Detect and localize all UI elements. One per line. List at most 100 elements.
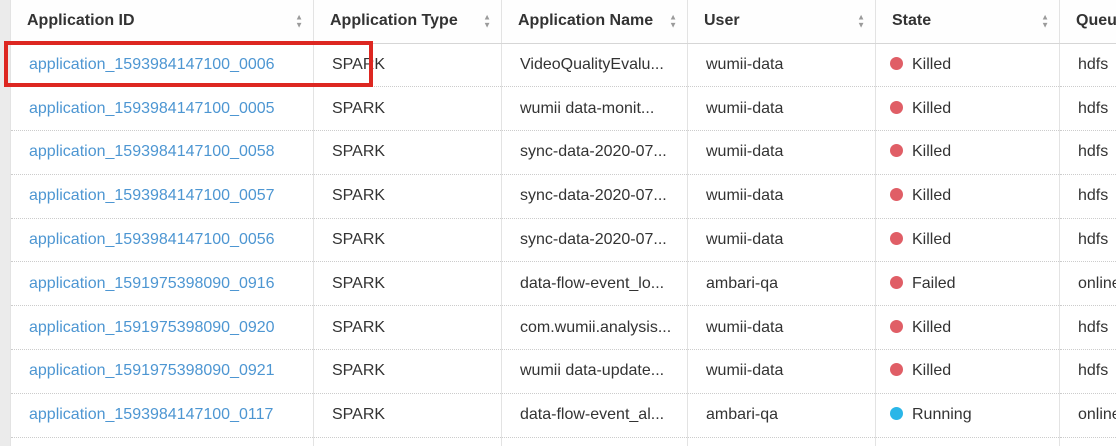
table-row: application_1591975398090_0916 SPARK dat… (10, 261, 1116, 306)
state-cell: Failed (875, 261, 1060, 306)
table-row-partial (10, 436, 1116, 446)
table-row: application_1593984147100_0006 SPARK Vid… (10, 43, 1116, 87)
column-header-application-name[interactable]: Application Name ▲▼ (501, 0, 688, 44)
application-id-cell: application_1593984147100_0006 (10, 43, 314, 87)
user-cell: wumii-data (687, 305, 876, 350)
application-link[interactable]: application_1593984147100_0056 (29, 231, 275, 249)
application-id-cell: application_1593984147100_0117 (10, 392, 314, 438)
table-row: application_1593984147100_0058 SPARK syn… (10, 130, 1116, 175)
application-link[interactable]: application_1591975398090_0916 (29, 274, 275, 292)
user-cell: wumii-data (687, 130, 876, 175)
state-label: Killed (912, 231, 952, 249)
column-header-queue[interactable]: Queue ▲▼ (1059, 0, 1116, 44)
application-id-cell: application_1593984147100_0005 (10, 86, 314, 131)
state-label: Killed (912, 99, 952, 117)
table-row: application_1593984147100_0005 SPARK wum… (10, 86, 1116, 131)
state-cell: Running (875, 392, 1060, 438)
column-header-application-type[interactable]: Application Type ▲▼ (313, 0, 502, 44)
application-type-cell: SPARK (313, 130, 502, 175)
application-id-cell: application_1591975398090_0920 (10, 305, 314, 350)
application-name-cell: wumii data-update... (501, 349, 688, 394)
user-cell: wumii-data (687, 43, 876, 87)
state-label: Killed (912, 55, 952, 73)
queue-cell: hdfs (1059, 86, 1116, 131)
table-row: application_1591975398090_0921 SPARK wum… (10, 349, 1116, 394)
user-cell: ambari-qa (687, 261, 876, 306)
column-header-label: User (704, 12, 740, 30)
application-id-cell: application_1593984147100_0057 (10, 173, 314, 219)
application-name-cell: sync-data-2020-07... (501, 130, 688, 175)
state-dot-icon (890, 275, 903, 289)
application-link[interactable]: application_1591975398090_0920 (29, 318, 275, 336)
state-label: Failed (912, 274, 956, 292)
application-name-cell: sync-data-2020-07... (501, 173, 688, 219)
table-row: application_1593984147100_0057 SPARK syn… (10, 173, 1116, 219)
application-id-cell: application_1593984147100_0056 (10, 217, 314, 262)
column-header-user[interactable]: User ▲▼ (687, 0, 876, 44)
application-type-cell: SPARK (313, 392, 502, 438)
column-header-label: Application Name (518, 12, 654, 30)
queue-cell: hdfs (1059, 349, 1116, 394)
application-type-cell: SPARK (313, 86, 502, 131)
application-type-cell: SPARK (313, 261, 502, 306)
application-link[interactable]: application_1593984147100_0057 (29, 187, 275, 205)
state-cell: Killed (875, 130, 1060, 175)
application-name-cell: data-flow-event_lo... (501, 261, 688, 306)
application-id-cell: application_1591975398090_0916 (10, 261, 314, 306)
sort-icon[interactable]: ▲▼ (669, 12, 677, 30)
column-header-label: Application Type (330, 12, 458, 30)
header-row: Application ID ▲▼ Application Type ▲▼ Ap… (10, 0, 1116, 44)
application-name-cell: wumii data-monit... (501, 86, 688, 131)
state-cell: Killed (875, 217, 1060, 262)
application-name-cell: data-flow-event_al... (501, 392, 688, 438)
column-header-label: State (892, 12, 932, 30)
application-name-cell: com.wumii.analysis... (501, 305, 688, 350)
table-row: application_1593984147100_0056 SPARK syn… (10, 217, 1116, 262)
queue-cell: online (1059, 392, 1116, 438)
application-type-cell: SPARK (313, 349, 502, 394)
application-type-cell: SPARK (313, 43, 502, 87)
sort-icon[interactable]: ▲▼ (295, 12, 303, 30)
application-type-cell: SPARK (313, 173, 502, 219)
application-link[interactable]: application_1593984147100_0117 (29, 406, 274, 424)
sort-icon[interactable]: ▲▼ (1041, 12, 1049, 30)
state-label: Killed (912, 362, 952, 380)
application-type-cell: SPARK (313, 217, 502, 262)
application-type-cell: SPARK (313, 305, 502, 350)
state-label: Killed (912, 187, 952, 205)
state-cell: Killed (875, 173, 1060, 219)
state-dot-icon (890, 319, 903, 333)
sort-icon[interactable]: ▲▼ (483, 12, 491, 30)
state-dot-icon (890, 407, 903, 421)
application-link[interactable]: application_1593984147100_0005 (29, 99, 275, 117)
column-header-label: Queue (1076, 12, 1116, 30)
state-dot-icon (890, 100, 903, 114)
queue-cell: hdfs (1059, 130, 1116, 175)
state-label: Running (912, 406, 972, 424)
state-cell: Killed (875, 305, 1060, 350)
state-dot-icon (890, 56, 903, 70)
user-cell: wumii-data (687, 86, 876, 131)
queue-cell: online (1059, 261, 1116, 306)
state-dot-icon (890, 144, 903, 158)
state-dot-icon (890, 188, 903, 202)
application-link[interactable]: application_1593984147100_0058 (29, 143, 275, 161)
sort-icon[interactable]: ▲▼ (857, 12, 865, 30)
table-row: application_1591975398090_0920 SPARK com… (10, 305, 1116, 350)
column-header-state[interactable]: State ▲▼ (875, 0, 1060, 44)
application-name-cell: sync-data-2020-07... (501, 217, 688, 262)
state-cell: Killed (875, 349, 1060, 394)
application-link[interactable]: application_1593984147100_0006 (29, 55, 275, 73)
application-link[interactable]: application_1591975398090_0921 (29, 362, 275, 380)
queue-cell: hdfs (1059, 173, 1116, 219)
user-cell: wumii-data (687, 349, 876, 394)
queue-cell: hdfs (1059, 43, 1116, 87)
column-header-application-id[interactable]: Application ID ▲▼ (10, 0, 314, 44)
state-dot-icon (890, 232, 903, 246)
application-id-cell: application_1593984147100_0058 (10, 130, 314, 175)
user-cell: ambari-qa (687, 392, 876, 438)
table-row: application_1593984147100_0117 SPARK dat… (10, 392, 1116, 438)
queue-cell: hdfs (1059, 305, 1116, 350)
user-cell: wumii-data (687, 217, 876, 262)
